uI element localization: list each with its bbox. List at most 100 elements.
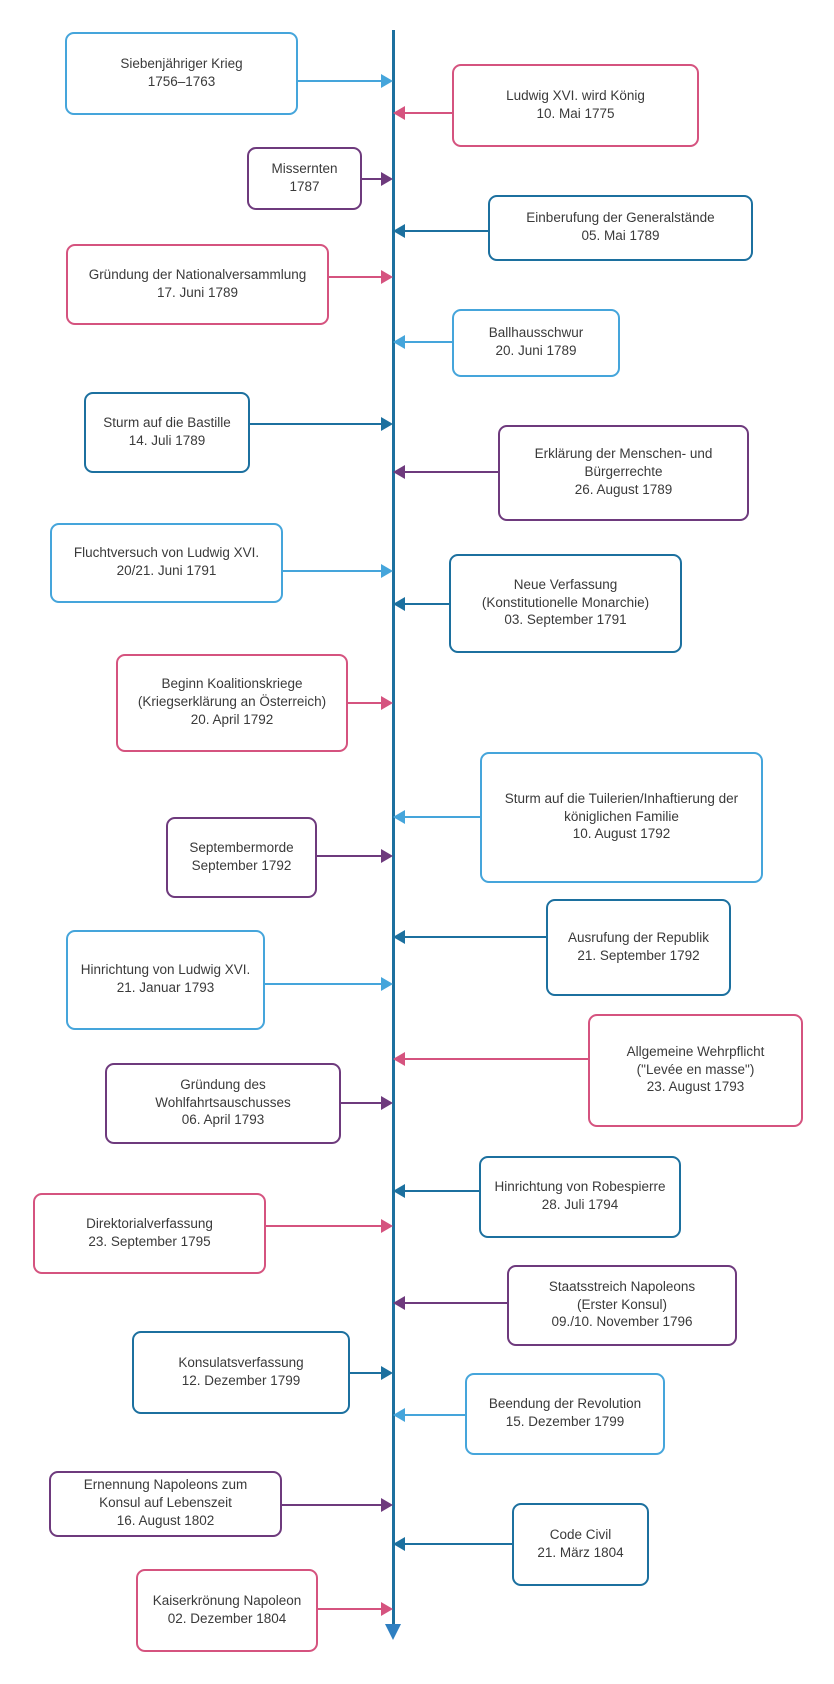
event-text-line: Gründung der Nationalversammlung	[88, 266, 307, 282]
connector-line	[282, 1503, 383, 1507]
connector-line	[329, 275, 383, 279]
event-text-line: Hinrichtung von Robespierre	[494, 1179, 666, 1195]
connector-line	[341, 1101, 383, 1105]
event-box: Direktorialverfassung 23. September 1795	[33, 1193, 266, 1274]
event-text-line: 21. März 1804	[537, 1544, 624, 1560]
connector-arrowhead-icon	[381, 977, 393, 991]
event-text-line: Wohlfahrtsauschusses	[155, 1094, 291, 1110]
event-text-line: Erklärung der Menschen- und	[534, 446, 713, 462]
connector-arrowhead-icon	[393, 1184, 405, 1198]
event-text-line: Code Civil	[549, 1526, 612, 1542]
connector-arrowhead-icon	[381, 270, 393, 284]
connector-arrowhead-icon	[393, 106, 405, 120]
connector-arrowhead-icon	[393, 1296, 405, 1310]
event-text-line: 10. August 1792	[572, 826, 671, 842]
event-text-line: Beginn Koalitionskriege	[161, 676, 303, 692]
event-text-line: 20. April 1792	[190, 711, 274, 727]
event-text-line: Sturm auf die Tuilerien/Inhaftierung der	[504, 790, 739, 806]
connector-line	[403, 340, 452, 344]
event-text-line: 12. Dezember 1799	[181, 1372, 301, 1388]
connector-line	[403, 470, 498, 474]
connector-arrowhead-icon	[381, 1602, 393, 1616]
connector-arrowhead-icon	[381, 849, 393, 863]
event-text-line: Ausrufung der Republik	[567, 929, 710, 945]
connector-line	[298, 79, 383, 83]
event-box: Beginn Koalitionskriege (Kriegserklärung …	[116, 654, 348, 752]
event-text-line: Fluchtversuch von Ludwig XVI.	[73, 545, 260, 561]
event-text-line: Konsul auf Lebenszeit	[99, 1495, 232, 1511]
event-text-line: Bürgerrechte	[584, 464, 663, 480]
event-text-line: königlichen Familie	[564, 808, 679, 824]
event-text-line: (Erster Konsul)	[576, 1296, 668, 1312]
event-box: Gründung der Nationalversammlung 17. Juni…	[66, 244, 329, 325]
event-text-line: 14. Juli 1789	[128, 432, 206, 448]
connector-line	[266, 1224, 383, 1228]
timeline-axis-arrow-down-icon	[385, 1624, 401, 1640]
timeline-axis	[391, 30, 395, 1624]
event-text-line: Beendung der Revolution	[488, 1396, 642, 1412]
connector-arrowhead-icon	[393, 1537, 405, 1551]
event-text-line: 21. Januar 1793	[116, 980, 215, 995]
connector-line	[403, 1542, 512, 1546]
event-text-line: 03. September 1791	[504, 612, 627, 628]
connector-arrowhead-icon	[381, 696, 393, 710]
event-box: Staatsstreich Napoleons(Erster Konsul)09…	[507, 1265, 737, 1346]
connector-line	[403, 602, 449, 606]
connector-line	[362, 177, 383, 181]
connector-line	[403, 111, 452, 115]
connector-arrowhead-icon	[393, 597, 405, 611]
event-text-line: Siebenjähriger Krieg	[120, 55, 243, 71]
event-text-line: Kaiserkrönung Napoleon	[152, 1592, 302, 1608]
event-box: Hinrichtung von Ludwig XVI. 21. Januar 17…	[66, 930, 265, 1030]
event-box: Neue Verfassung(Konstitutionelle Monarch…	[449, 554, 682, 653]
event-text-line: ("Levée en masse")	[636, 1061, 755, 1077]
event-text-line: Missernten	[271, 160, 338, 176]
connector-arrowhead-icon	[381, 74, 393, 88]
event-box: Code Civil 21. März 1804	[512, 1503, 649, 1586]
event-text-line: Ballhausschwur	[488, 325, 584, 341]
event-text-line: Einberufung der Generalstände	[526, 210, 715, 226]
connector-arrowhead-icon	[381, 1219, 393, 1233]
event-text-line: Direktorialverfassung	[86, 1215, 213, 1231]
connector-line	[318, 1607, 383, 1611]
event-text-line: (Kriegserklärung an Österreich)	[137, 694, 327, 710]
connector-line	[317, 854, 383, 858]
connector-arrowhead-icon	[393, 465, 405, 479]
event-text-line: Konsulatsverfassung	[178, 1354, 304, 1370]
connector-arrowhead-icon	[393, 930, 405, 944]
connector-line	[265, 982, 383, 986]
connector-arrowhead-icon	[381, 172, 393, 186]
connector-line	[403, 229, 488, 233]
connector-line	[283, 569, 383, 573]
connector-line	[403, 935, 546, 939]
event-box: Allgemeine Wehrpflicht ("Levée en masse")…	[588, 1014, 803, 1127]
connector-line	[403, 1189, 479, 1193]
event-text-line: Septembermorde	[189, 839, 294, 855]
connector-line	[403, 1057, 588, 1061]
event-text-line: (Konstitutionelle Monarchie)	[481, 594, 650, 610]
event-text-line: 1787	[289, 178, 320, 194]
connector-arrowhead-icon	[381, 1366, 393, 1380]
event-box: Sturm auf die Tuilerien/Inhaftierung der…	[480, 752, 763, 883]
event-text-line: Allgemeine Wehrpflicht	[626, 1043, 765, 1059]
connector-line	[403, 815, 480, 819]
event-text-line: 23. September 1795	[88, 1233, 211, 1249]
connector-arrowhead-icon	[393, 1408, 405, 1422]
event-text-line: 17. Juni 1789	[156, 284, 239, 300]
event-text-line: Staatsstreich Napoleons	[548, 1278, 696, 1294]
event-text-line: Hinrichtung von Ludwig XVI.	[80, 962, 251, 978]
event-text-line: 23. August 1793	[646, 1079, 745, 1095]
connector-line	[348, 701, 383, 705]
connector-line	[403, 1413, 465, 1417]
